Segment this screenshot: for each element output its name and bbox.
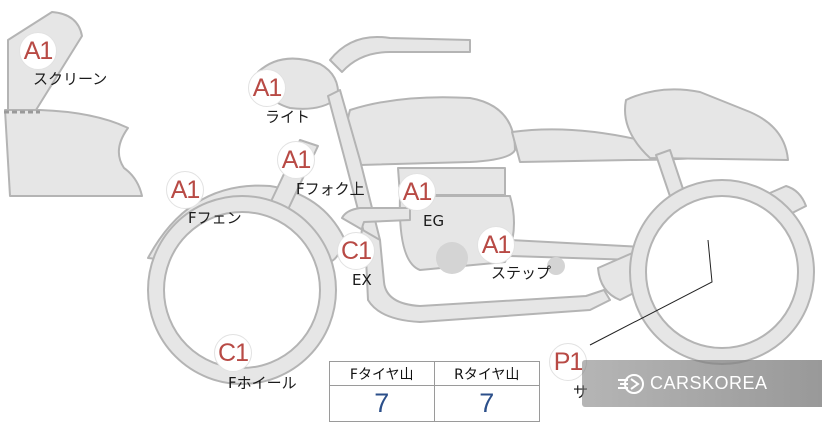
carskorea-logo-icon — [618, 374, 644, 394]
label-light: ライト — [265, 108, 311, 126]
rear-wheel-inner — [645, 195, 799, 349]
tail-part — [624, 88, 789, 161]
marker-engine: A1 — [398, 173, 436, 211]
marker-front-fork-upper: A1 — [277, 141, 315, 179]
label-engine: EG — [423, 212, 445, 230]
exhaust-part — [341, 207, 611, 323]
rear-tread-header: Rタイヤ山 — [434, 362, 539, 386]
fairing-part — [4, 109, 143, 197]
label-front-fork-upper: Fフォク上 — [296, 180, 365, 198]
label-front-wheel: Fホイール — [228, 374, 297, 392]
front-tread-header: Fタイヤ山 — [330, 362, 435, 386]
marker-front-wheel: C1 — [214, 334, 252, 372]
rear-tread-value: 7 — [479, 388, 495, 418]
step-knob-part — [547, 257, 565, 275]
label-step: ステップ — [491, 264, 552, 282]
marker-exhaust: C1 — [337, 232, 375, 270]
tire-tread-table: Fタイヤ山 Rタイヤ山 7 7 — [329, 361, 540, 422]
fuel-tank-part — [345, 96, 516, 166]
label-exhaust: EX — [352, 271, 372, 289]
marker-screen: A1 — [19, 32, 57, 70]
p1-leader-line — [589, 239, 713, 346]
frame-part — [329, 36, 471, 73]
marker-light: A1 — [248, 69, 286, 107]
label-front-fender: Fフェン — [188, 209, 242, 227]
label-screen: スクリーン — [33, 70, 108, 88]
marker-step: A1 — [477, 226, 515, 264]
marker-front-fender: A1 — [166, 171, 204, 209]
carskorea-watermark: CARSKOREA — [582, 360, 822, 407]
front-tread-value: 7 — [330, 386, 435, 421]
watermark-text: CARSKOREA — [650, 373, 768, 393]
engine-cover-part — [436, 242, 468, 274]
